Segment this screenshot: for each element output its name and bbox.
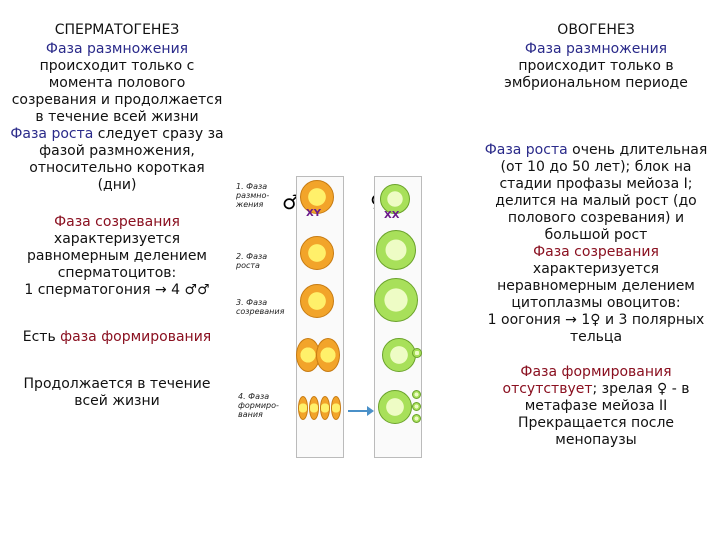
male-cell-1: [300, 180, 334, 214]
oo-phase-maturation-text: характеризуется неравномерным делением ц…: [497, 261, 695, 311]
polar-body-1: [412, 348, 422, 358]
oogenesis-title: ОВОГЕНЕЗ: [557, 22, 635, 38]
sperm-phase-reproduction-name: Фаза размножения: [45, 41, 189, 57]
male-cell-5c: [320, 396, 330, 420]
oo-phase-maturation-name: Фаза созревания: [533, 244, 659, 260]
stage-label-maturation: 3. Фаза созревания: [236, 298, 285, 316]
male-cell-2: [300, 236, 334, 270]
female-cell-1: [380, 184, 410, 214]
oo-phase-reproduction-name: Фаза размножения: [524, 41, 668, 57]
sperm-phase-reproduction-text: происходит только с момента полового соз…: [11, 58, 223, 125]
oo-phase-formation: Фаза формирования отсутствует; зрелая ♀ …: [478, 364, 714, 415]
stage-label-reproduction: 1. Фаза размно-жения: [236, 182, 270, 209]
sperm-phase-formation-prefix: Есть: [22, 329, 61, 345]
oo-phase-formation-name: Фаза формирования: [520, 364, 672, 380]
sperm-phase-growth-name: Фаза роста: [10, 126, 94, 142]
sperm-phase-maturation-formula: 1 сперматогония → 4 ♂♂: [24, 282, 210, 298]
stage-label-growth: 2. Фаза роста: [236, 252, 268, 270]
sperm-phase-maturation-name: Фаза созревания: [54, 214, 180, 230]
female-cell-5: [378, 390, 412, 424]
male-cell-5b: [309, 396, 319, 420]
polar-body-3: [412, 402, 421, 411]
oo-phase-formation-word: отсутствует: [502, 381, 593, 397]
oo-phase-growth-name: Фаза роста: [484, 142, 568, 158]
stage-label-formation: 4. Фаза формиро-вания: [238, 392, 279, 419]
female-cell-2: [376, 230, 416, 270]
sperm-phase-reproduction: Фаза размножения происходит только с мом…: [8, 41, 226, 126]
arrow-icon: [348, 406, 374, 416]
sperm-phase-maturation: Фаза созревания характеризуется равномер…: [8, 214, 226, 299]
male-cell-5a: [298, 396, 308, 420]
sperm-phase-growth: Фаза роста следует сразу за фазой размно…: [8, 126, 226, 194]
female-cell-4: [382, 338, 416, 372]
oo-phase-growth-text: очень длительная (от 10 до 50 лет); блок…: [495, 142, 708, 243]
spermatogenesis-title: СПЕРМАТОГЕНЕЗ: [54, 22, 180, 38]
oo-phase-growth: Фаза роста очень длительная (от 10 до 50…: [478, 142, 714, 244]
male-xy-label: XY: [306, 208, 321, 219]
oo-phase-reproduction: Фаза размножения происходит только в эмб…: [478, 41, 714, 92]
male-cell-4b: [316, 338, 340, 372]
oo-phase-maturation: Фаза созревания характеризуется неравном…: [478, 244, 714, 346]
oo-phase-formation-text: ; зрелая ♀ - в метафазе мейоза II: [524, 381, 690, 414]
sperm-phase-maturation-text: характеризуется равномерным делением спе…: [27, 231, 207, 281]
oogenesis-column: ОВОГЕНЕЗ Фаза размножения происходит тол…: [478, 22, 714, 449]
sperm-phase-formation-name: фаза формирования: [60, 329, 212, 345]
oo-phase-reproduction-text: происходит только в эмбриональном период…: [504, 58, 688, 91]
female-cell-3: [374, 278, 418, 322]
spermatogenesis-column: СПЕРМАТОГЕНЕЗ Фаза размножения происходи…: [8, 22, 226, 410]
male-symbol: ♂: [282, 190, 300, 214]
sperm-end-text: Продолжается в течение всей жизни: [23, 376, 211, 409]
polar-body-4: [412, 414, 421, 423]
male-cell-5d: [331, 396, 341, 420]
oo-phase-maturation-formula: 1 оогония → 1♀ и 3 полярных тельца: [487, 312, 705, 345]
female-xx-label: XX: [384, 210, 400, 221]
gametogenesis-diagram: 1. Фаза размно-жения 2. Фаза роста 3. Фа…: [236, 160, 476, 460]
sperm-phase-growth-text: следует сразу за фазой размножения, отно…: [29, 126, 224, 193]
polar-body-2: [412, 390, 421, 399]
sperm-phase-formation: Есть фаза формирования: [8, 329, 226, 346]
oo-end-text: Прекращается после менопаузы: [517, 415, 675, 448]
male-cell-3: [300, 284, 334, 318]
